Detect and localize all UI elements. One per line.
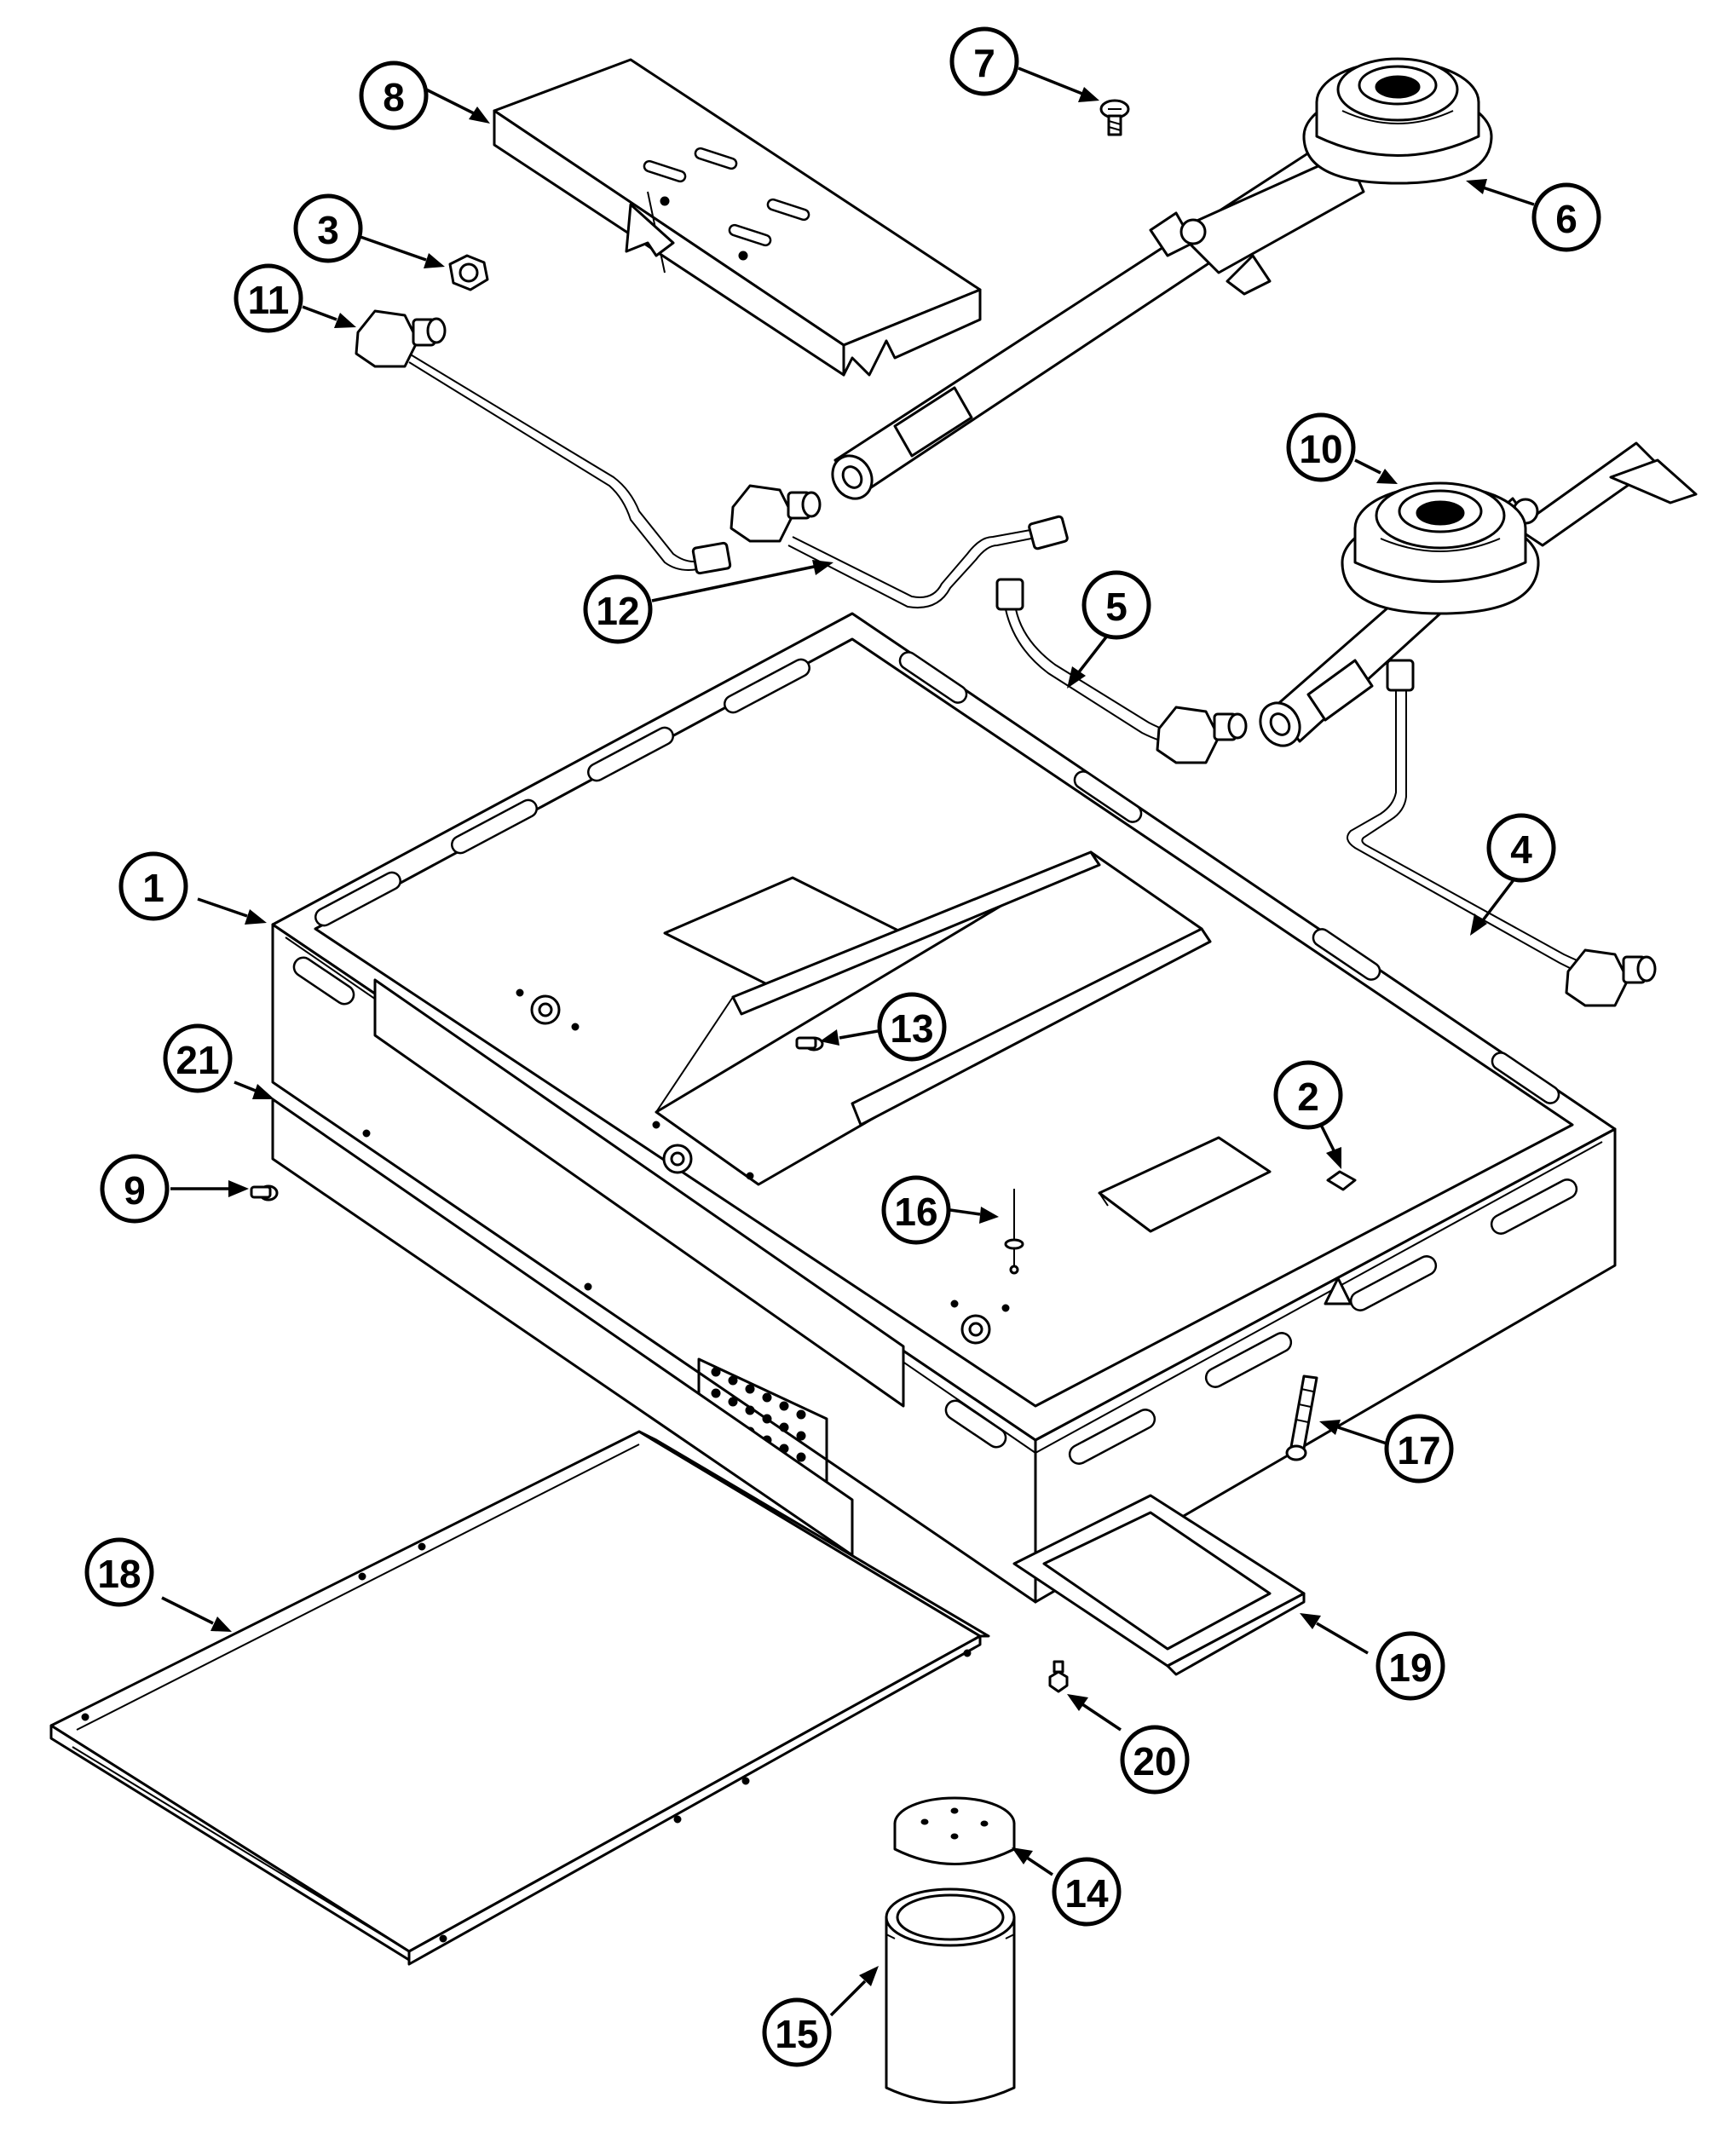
part-burner-10 (1259, 441, 1698, 747)
callout-3: 3 (293, 193, 363, 263)
callout-label-10: 10 (1299, 427, 1342, 471)
callout-label-17: 17 (1397, 1428, 1440, 1472)
part-clip-2 (1326, 1170, 1357, 1191)
callout-17: 17 (1384, 1414, 1454, 1484)
callout-4: 4 (1486, 813, 1556, 883)
part-valve-tube-5 (995, 578, 1248, 764)
callout-label-12: 12 (596, 589, 639, 633)
part-bottom-panel-18 (49, 1430, 990, 1966)
callout-13: 13 (877, 992, 947, 1062)
part-valve-tube-12 (730, 484, 1069, 608)
callout-label-9: 9 (124, 1168, 146, 1213)
callout-21: 21 (163, 1023, 233, 1093)
callout-6: 6 (1531, 182, 1601, 252)
part-jar-15 (885, 1887, 1016, 2104)
callout-16: 16 (881, 1175, 951, 1245)
callout-label-19: 19 (1388, 1645, 1432, 1690)
callout-label-15: 15 (775, 2012, 818, 2056)
leader-lines (161, 66, 1535, 2017)
callout-5: 5 (1081, 570, 1151, 640)
part-valve-tube-11 (355, 309, 732, 575)
part-nut-3 (448, 254, 489, 291)
callout-label-11: 11 (248, 278, 290, 322)
callout-8: 8 (359, 61, 429, 130)
callout-label-21: 21 (176, 1038, 219, 1082)
callout-20: 20 (1120, 1725, 1190, 1795)
callout-label-14: 14 (1064, 1871, 1109, 1916)
callout-label-18: 18 (97, 1552, 141, 1596)
callout-label-1: 1 (142, 866, 164, 910)
callout-2: 2 (1273, 1060, 1343, 1130)
part-pin-16 (1004, 1189, 1024, 1275)
part-screw-9 (250, 1184, 279, 1202)
part-screw-13 (795, 1036, 824, 1052)
callout-label-4: 4 (1510, 827, 1532, 872)
callout-label-16: 16 (894, 1190, 937, 1234)
callout-label-20: 20 (1133, 1739, 1176, 1784)
part-bracket-8 (493, 58, 982, 377)
callout-label-3: 3 (317, 208, 339, 252)
part-lid-14 (893, 1796, 1016, 1865)
callout-19: 19 (1376, 1631, 1445, 1701)
callout-label-8: 8 (383, 75, 405, 119)
callout-11: 11 (234, 263, 303, 333)
callout-label-6: 6 (1555, 197, 1577, 241)
callout-label-2: 2 (1297, 1075, 1319, 1119)
callout-label-5: 5 (1105, 585, 1128, 629)
callout-7: 7 (949, 26, 1019, 96)
callout-12: 12 (583, 574, 653, 644)
part-valve-tube-4 (1347, 659, 1657, 1007)
part-bolt-17 (1285, 1374, 1318, 1461)
part-screw-7 (1099, 99, 1130, 136)
callout-1: 1 (118, 851, 188, 921)
part-nut-20 (1048, 1660, 1069, 1693)
callout-14: 14 (1052, 1857, 1122, 1927)
callout-15: 15 (762, 1997, 832, 2067)
callout-label-7: 7 (973, 41, 995, 85)
callout-10: 10 (1286, 412, 1356, 482)
callout-9: 9 (100, 1154, 170, 1224)
part-cover-plate-19 (1012, 1494, 1306, 1676)
callout-18: 18 (84, 1537, 154, 1607)
callout-label-13: 13 (890, 1006, 933, 1051)
part-burner-6 (831, 57, 1493, 500)
